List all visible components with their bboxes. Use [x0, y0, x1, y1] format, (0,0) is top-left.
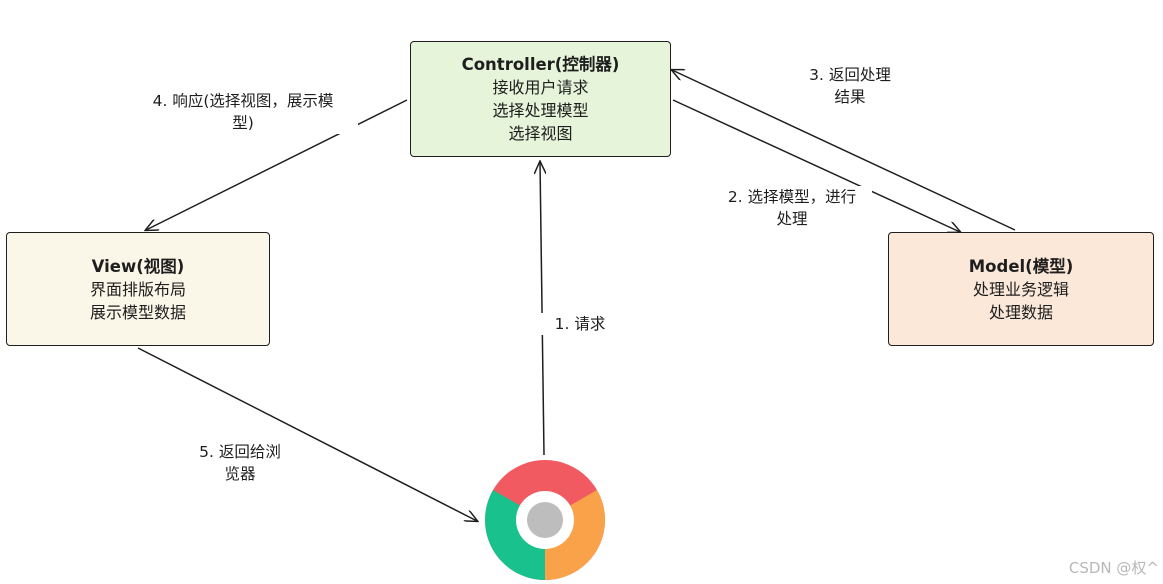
model-line: 处理业务逻辑 — [972, 279, 1069, 299]
controller-line: 选择视图 — [508, 124, 573, 143]
edge-label-line: 型) — [232, 114, 254, 132]
return-browser-label: 5. 返回给浏 览器 — [180, 441, 300, 485]
return-result-label: 3. 返回处理 结果 — [790, 64, 910, 108]
chrome-browser-icon — [485, 460, 605, 580]
response-arrow — [146, 99, 408, 230]
edge-label-line: 1. 请求 — [554, 315, 606, 333]
edge-label-line: 处理 — [776, 210, 808, 228]
view-line: 展示模型数据 — [89, 302, 186, 322]
edge-label-line: 3. 返回处理 — [809, 66, 891, 84]
edge-label-line: 5. 返回给浏 — [199, 443, 281, 461]
edge-label-line: 结果 — [834, 88, 866, 106]
edge-label-line: 2. 选择模型，进行 — [727, 188, 857, 206]
controller-box: Controller(控制器) 接收用户请求 选择处理模型 选择视图 — [410, 41, 671, 157]
model-title: Model(模型) — [968, 256, 1074, 276]
edge-label-line: 4. 响应(选择视图，展示模 — [152, 92, 334, 110]
controller-title: Controller(控制器) — [461, 55, 620, 74]
model-box: Model(模型) 处理业务逻辑 处理数据 — [888, 232, 1154, 346]
request-arrow — [540, 162, 544, 456]
edge-label-line: 览器 — [224, 465, 256, 483]
view-box: View(视图) 界面排版布局 展示模型数据 — [6, 232, 270, 346]
select-model-label: 2. 选择模型，进行 处理 — [712, 186, 872, 230]
response-label: 4. 响应(选择视图，展示模 型) — [128, 90, 358, 134]
watermark: CSDN @权^ — [1068, 559, 1159, 577]
view-line: 界面排版布局 — [89, 279, 186, 299]
return-browser-arrow — [137, 347, 477, 521]
view-title: View(视图) — [91, 256, 185, 276]
model-line: 处理数据 — [988, 302, 1053, 322]
request-label: 1. 请求 — [540, 313, 620, 335]
controller-line: 选择处理模型 — [492, 101, 589, 120]
select-model-arrow — [672, 99, 960, 232]
controller-line: 接收用户请求 — [492, 78, 589, 97]
return-result-arrow — [672, 70, 1016, 231]
